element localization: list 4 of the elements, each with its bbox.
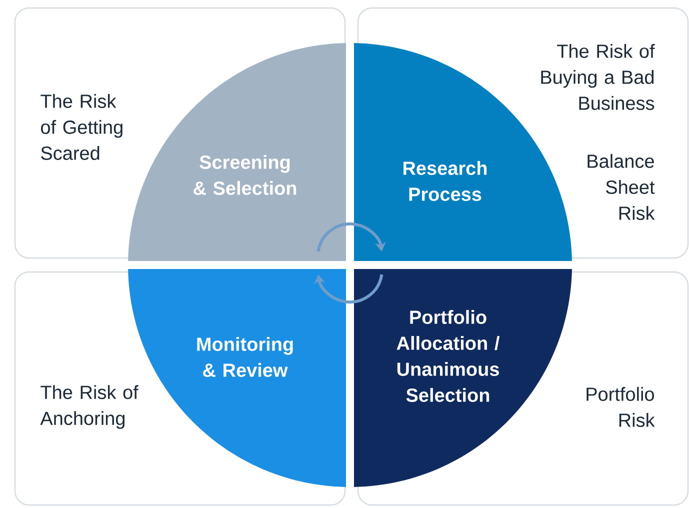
quadrant-sector: Portfolio Allocation / Unanimous Selection — [354, 269, 572, 487]
quadrant-sector: Screening & Selection — [128, 43, 346, 261]
cycle-arrow — [314, 274, 384, 304]
cycle-arrow — [316, 222, 386, 252]
